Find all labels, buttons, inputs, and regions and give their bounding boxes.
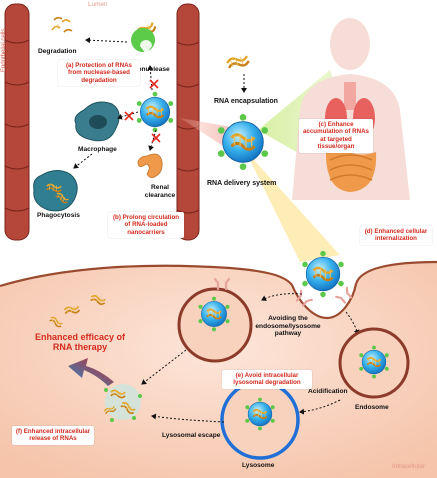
nanoparticle-icon xyxy=(216,112,270,172)
callout-a: (a) Protection of RNAs from nuclease-bas… xyxy=(58,60,140,87)
lysosome-label: Lysosome xyxy=(242,462,275,469)
cross-mark-icon xyxy=(149,79,159,89)
efficacy-arrow xyxy=(68,358,114,386)
lumen-nanoparticle xyxy=(135,90,175,134)
endosome-label: Endosome xyxy=(355,404,389,411)
renal-clearance-label: Renal clearance xyxy=(144,184,176,199)
lysosomal-escape-label: Lysosomal escape xyxy=(162,432,221,439)
enhanced-efficacy-title: Enhanced efficacy of RNA therapy xyxy=(34,332,126,353)
callout-e: (e) Avoid intracellular lysosomal degrad… xyxy=(222,370,312,389)
callout-d: (d) Enhanced cellular internalization xyxy=(360,226,432,245)
callout-f: (f) Enhanced intracellular release of RN… xyxy=(12,426,94,445)
acidification-arrow xyxy=(299,399,341,415)
degraded-rna-icon xyxy=(51,16,73,33)
macrophage-label: Macrophage xyxy=(78,146,117,153)
kidney-icon xyxy=(137,153,163,178)
endonuclease-icon xyxy=(131,19,158,54)
avoiding-pathway-label: Avoiding the endosome/lysosome pathway xyxy=(255,315,321,338)
macrophage-icon xyxy=(74,101,120,142)
phagocytosis-arrow xyxy=(73,153,93,169)
intracellular-label: Intracellular xyxy=(392,463,426,470)
internalization-beam xyxy=(245,150,340,262)
endothelial-wall-left xyxy=(4,3,30,241)
callout-c: (c) Enhance accumulation of RNAs at targ… xyxy=(299,119,373,153)
to-endosome-arrow xyxy=(345,311,360,335)
avoid-pathway-arrow xyxy=(261,293,303,301)
vesicle-release-arrow xyxy=(141,349,187,385)
released-rna-cluster xyxy=(103,384,142,422)
degradation-label: Degradation xyxy=(38,48,77,55)
rna-encapsulation-label: RNA encapsulation xyxy=(214,98,278,105)
renal-blocked-arrow xyxy=(148,129,157,151)
macrophage-blocked-arrow xyxy=(117,111,139,120)
callout-b: (b) Prolong circulation of RNA-loaded na… xyxy=(108,212,184,239)
degradation-arrow xyxy=(85,37,128,44)
human-body-icon xyxy=(292,18,410,200)
endonuclease-label: Endonuclease xyxy=(125,66,170,73)
cell-cytoplasm xyxy=(0,262,437,478)
phagocytosis-icon xyxy=(33,170,78,212)
rna-helix-icon xyxy=(225,52,251,72)
lumen-label: Lumen xyxy=(88,1,108,8)
acidification-label: Acidification xyxy=(308,388,348,395)
lysosomal-escape-arrow xyxy=(151,413,225,423)
phagocytosis-label: Phagocytosis xyxy=(37,212,80,219)
endothelial-cells-label: Endothelial cells xyxy=(1,28,7,72)
rna-delivery-system-label: RNA delivery system xyxy=(207,180,277,187)
cell-membrane xyxy=(0,260,437,320)
